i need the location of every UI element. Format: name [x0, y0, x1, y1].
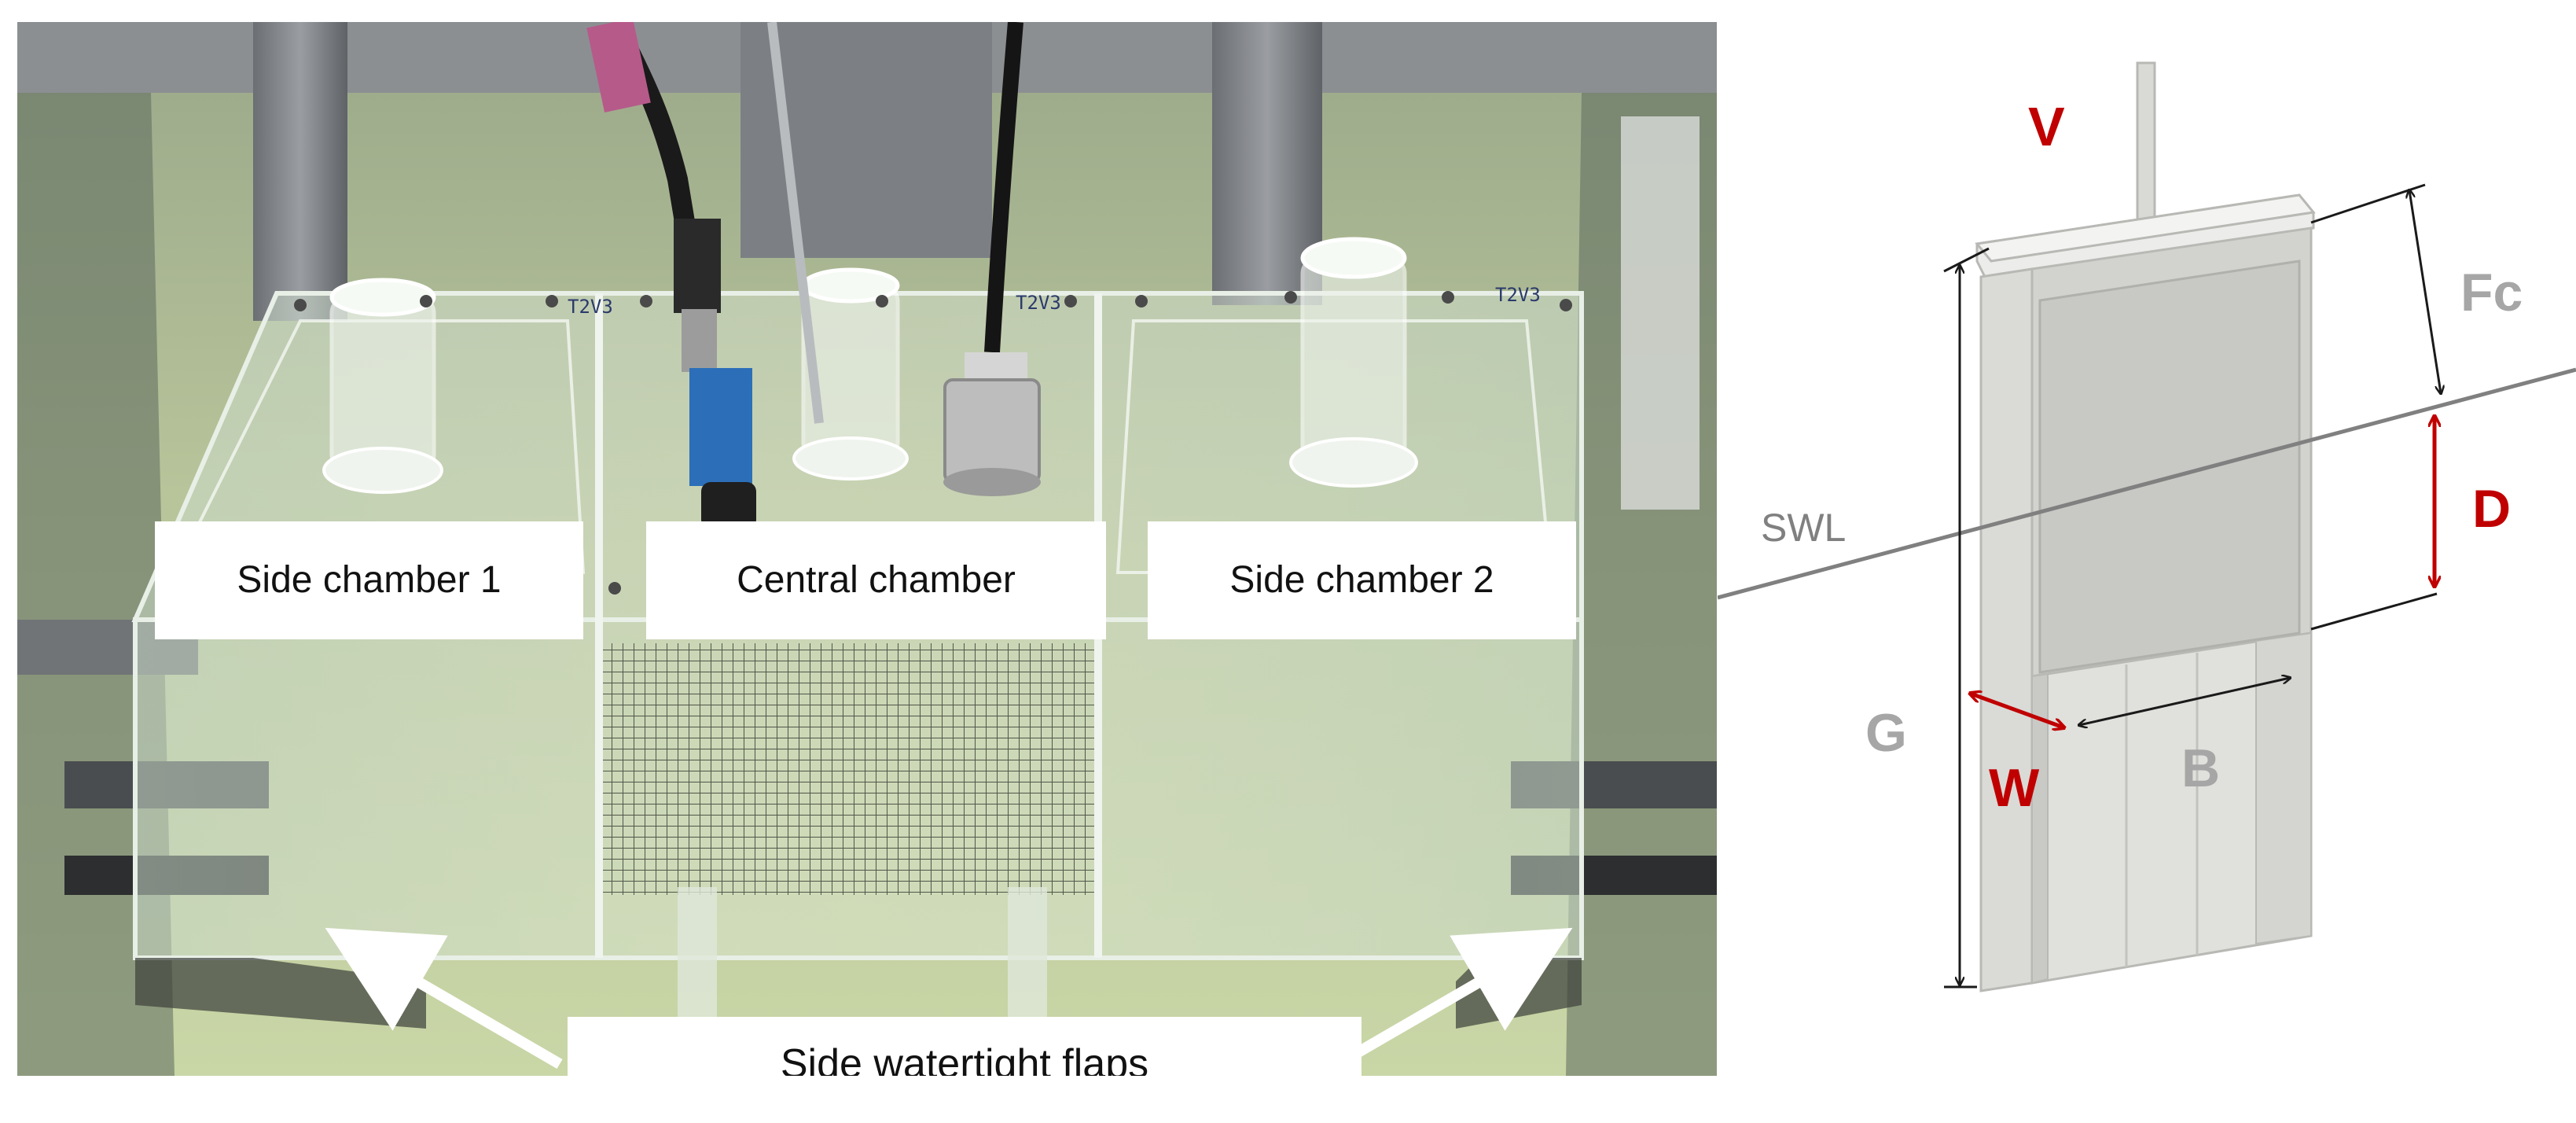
- tag-central: T2V3: [1016, 292, 1061, 314]
- swl-line: [1718, 367, 2576, 600]
- arrow-flap-right: [1335, 927, 1573, 1070]
- fc-ext-top: [2310, 183, 2426, 224]
- g-ext-top: [1943, 247, 1990, 273]
- arrow-flap-left: [325, 927, 563, 1070]
- label-g: G: [1865, 703, 1907, 763]
- tag-side1: T2V3: [568, 296, 613, 318]
- inner-wall-left: [2031, 672, 2049, 985]
- tag-side2: T2V3: [1495, 284, 1541, 306]
- label-central-chamber: Central chamber: [646, 521, 1106, 639]
- pressure-sensor: [586, 22, 756, 529]
- fc-dimension-line: [2409, 190, 2441, 393]
- tube-central: [792, 267, 909, 480]
- model-photo: T2V3 T2V3 T2V3 Side chamber 1 Central ch…: [17, 22, 1717, 1076]
- label-b: B: [2181, 738, 2220, 798]
- label-d: D: [2472, 479, 2511, 539]
- w-dimension-line: [1971, 694, 2063, 727]
- label-side-watertight-flaps: Side watertight flaps: [568, 1017, 1361, 1076]
- support-beam-left: [253, 22, 347, 321]
- top-lid-surface: [1975, 193, 2316, 263]
- schematic-diagram: SWL G Fc D V W B: [1718, 0, 2576, 1123]
- tube-side2: [1289, 237, 1418, 488]
- label-w: W: [1989, 758, 2040, 818]
- b-dimension-line: [2079, 678, 2290, 725]
- label-fc: Fc: [2460, 263, 2523, 322]
- shaft: [2136, 61, 2156, 230]
- tube-side1: [322, 278, 443, 494]
- wave-gauge-rod: [767, 22, 824, 424]
- label-swl: SWL: [1761, 506, 1846, 550]
- front-plate: [2038, 260, 2301, 674]
- central-mesh: [603, 643, 1094, 895]
- schematic-svg: SWL G Fc D V W B: [1718, 61, 2576, 992]
- d-ext-bottom: [2310, 592, 2438, 631]
- flume-side-panel: [1621, 116, 1700, 510]
- label-side-chamber-1: Side chamber 1: [155, 521, 583, 639]
- label-side-chamber-2: Side chamber 2: [1148, 521, 1576, 639]
- displacement-sensor: [943, 22, 1041, 496]
- body-left-face: [1979, 267, 2034, 992]
- label-v: V: [2028, 96, 2065, 157]
